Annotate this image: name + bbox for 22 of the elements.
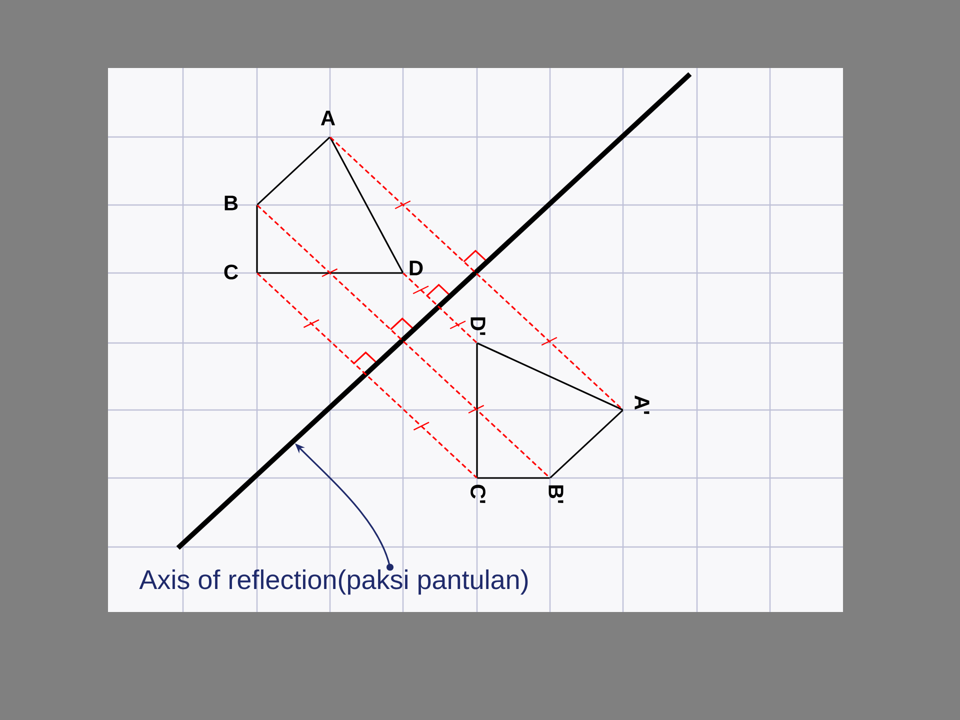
dashed-line	[256, 204, 550, 478]
triangle-side	[476, 342, 624, 411]
reflection-axis	[176, 72, 692, 550]
triangle-side	[256, 136, 330, 206]
axis-caption: Axis of reflection(paksi pantulan)	[139, 569, 528, 595]
point-label: B'	[548, 485, 564, 503]
point-label: A	[320, 110, 336, 126]
dashed-line	[256, 272, 478, 478]
triangle-side	[476, 343, 478, 478]
triangle-side	[256, 205, 258, 273]
dashed-line	[402, 272, 478, 344]
triangle-side	[550, 410, 624, 478]
point-label: C	[224, 264, 238, 280]
point-label: C'	[470, 484, 486, 503]
triangle-side	[329, 136, 404, 274]
triangle-side	[477, 477, 550, 479]
dashed-line	[330, 136, 624, 410]
triangle-side	[257, 272, 403, 274]
point-label: B	[224, 196, 238, 210]
point-label: A'	[634, 395, 650, 414]
point-label: D	[410, 260, 423, 276]
point-label: D'	[470, 317, 486, 335]
